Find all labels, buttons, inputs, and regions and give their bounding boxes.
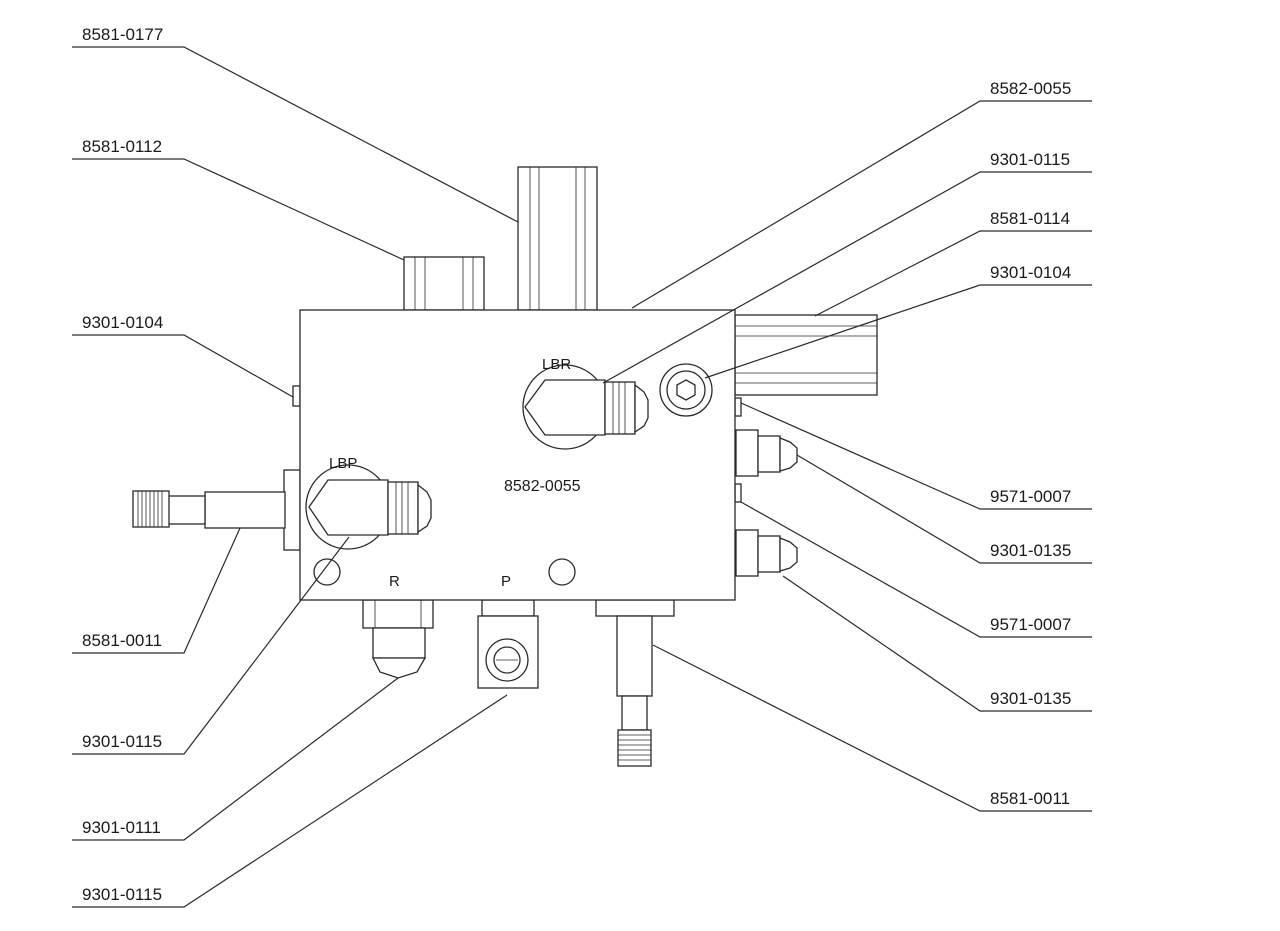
- svg-text:9301-0111: 9301-0111: [82, 818, 161, 837]
- callout-9301-0135-lower: 9301-0135: [782, 575, 1092, 712]
- right-upper-nipple: [735, 429, 798, 477]
- svg-text:9301-0115: 9301-0115: [82, 885, 162, 904]
- block-part-label: 8582-0055: [504, 478, 581, 495]
- callout-9301-0135-upper: 9301-0135: [796, 454, 1092, 564]
- callout-9301-0115-left: 9301-0115: [72, 536, 350, 755]
- callout-8581-0011-right: 8581-0011: [652, 644, 1092, 812]
- callout-8582-0055-right: 8582-0055: [631, 79, 1092, 309]
- svg-text:9301-0135: 9301-0135: [990, 689, 1071, 708]
- callout-9571-0007-lower: 9571-0007: [740, 501, 1092, 638]
- top-tall-fitting: [517, 166, 598, 311]
- svg-text:8581-0177: 8581-0177: [82, 25, 163, 44]
- callout-8581-0177-top: 8581-0177: [72, 25, 519, 223]
- svg-text:9301-0104: 9301-0104: [990, 263, 1071, 282]
- callout-9301-0115-right: 9301-0115: [602, 150, 1092, 384]
- left-stem-fitting: [132, 469, 301, 551]
- svg-text:9301-0115: 9301-0115: [990, 150, 1070, 169]
- callout-9571-0007-upper: 9571-0007: [740, 402, 1092, 510]
- lbr-valve: [522, 364, 649, 450]
- left-plug: [292, 385, 301, 407]
- right-plug-lower: [734, 483, 742, 503]
- svg-text:8582-0055: 8582-0055: [990, 79, 1071, 98]
- top-short-fitting: [403, 256, 485, 311]
- bottom-p-fitting: [477, 599, 539, 689]
- svg-text:9571-0007: 9571-0007: [990, 615, 1071, 634]
- mounting-hole-left: [313, 558, 341, 586]
- bottom-stem-fitting: [595, 599, 675, 767]
- port-label-lbr: LBR: [542, 356, 571, 373]
- callout-8581-0112: 8581-0112: [72, 137, 405, 261]
- callout-9301-0111: 9301-0111: [72, 677, 399, 841]
- svg-text:9301-0115: 9301-0115: [82, 732, 162, 751]
- socket-head-plug: [659, 363, 713, 417]
- svg-text:8581-0114: 8581-0114: [990, 209, 1070, 228]
- callout-8581-0114: 8581-0114: [814, 209, 1092, 317]
- svg-text:9301-0135: 9301-0135: [990, 541, 1071, 560]
- right-lower-nipple: [735, 529, 798, 577]
- svg-text:9571-0007: 9571-0007: [990, 487, 1071, 506]
- callout-9301-0115-bottom: 9301-0115: [72, 694, 508, 908]
- lbp-valve: [305, 464, 432, 550]
- callout-8581-0011-left: 8581-0011: [72, 527, 241, 654]
- bottom-r-fitting: [362, 599, 434, 679]
- svg-text:8581-0112: 8581-0112: [82, 137, 162, 156]
- port-label-lbp: LBP: [329, 455, 357, 472]
- callout-9301-0104-left: 9301-0104: [72, 313, 294, 398]
- callout-9301-0104-right: 9301-0104: [704, 263, 1092, 379]
- manifold-block: [299, 309, 736, 601]
- port-label-p: P: [501, 573, 511, 590]
- port-label-r: R: [389, 573, 400, 590]
- svg-text:8581-0011: 8581-0011: [990, 789, 1070, 808]
- right-plug-upper: [734, 397, 742, 417]
- svg-text:8581-0011: 8581-0011: [82, 631, 162, 650]
- svg-text:9301-0104: 9301-0104: [82, 313, 163, 332]
- mounting-hole-right: [548, 558, 576, 586]
